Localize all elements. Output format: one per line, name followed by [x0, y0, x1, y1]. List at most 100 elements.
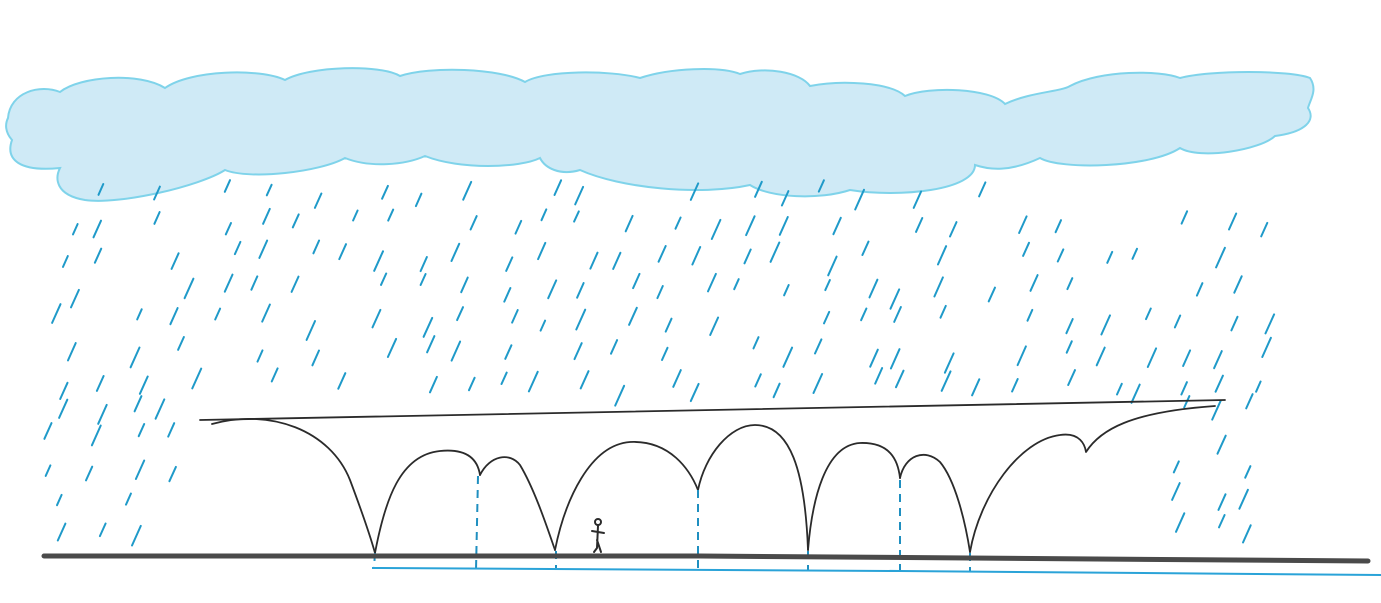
rain-drop — [1067, 369, 1076, 386]
rain-drop — [51, 303, 62, 324]
rain-drop — [373, 250, 384, 272]
rain-drop — [674, 216, 682, 230]
rain-drop — [62, 255, 69, 268]
rain-drop — [503, 287, 512, 303]
cloud-shape — [5, 67, 1315, 202]
rain-drop — [1230, 315, 1239, 332]
rain-drop — [92, 219, 102, 239]
rain-drop — [573, 342, 583, 361]
rain-drop — [783, 284, 790, 297]
rain-drop — [419, 273, 427, 286]
rain-drop — [1066, 277, 1074, 291]
rain-drop — [632, 272, 641, 290]
rain-drop — [258, 239, 269, 259]
rain-drop — [614, 384, 626, 407]
rain-drop — [223, 273, 234, 293]
rain-drop — [305, 320, 316, 341]
rain-drop — [262, 207, 271, 225]
rain-drop — [1215, 246, 1226, 269]
rain-drop — [223, 179, 231, 193]
rain-drop — [70, 288, 80, 309]
rain-drop — [624, 214, 634, 233]
rain-drop — [381, 184, 389, 200]
rain-drop — [1214, 374, 1224, 393]
rain-drop — [312, 239, 321, 255]
rain-drop — [1261, 336, 1272, 358]
rain-drop — [1022, 241, 1030, 257]
rain-drop — [860, 307, 868, 322]
rain-drop — [661, 346, 669, 361]
rain-drop — [469, 215, 478, 231]
rain-drop — [168, 465, 177, 483]
rain-drop — [1095, 346, 1106, 367]
rain-drop — [129, 346, 141, 369]
rain-drop — [827, 255, 838, 277]
drain-pipe — [475, 475, 479, 571]
rain-drop — [1056, 248, 1065, 263]
rain-drop — [628, 306, 638, 326]
water-channel — [371, 567, 1381, 576]
rain-drop — [450, 242, 461, 262]
rain-drop — [672, 369, 682, 388]
rain-drop — [1213, 350, 1223, 370]
rain-drop — [889, 348, 901, 370]
rain-drop — [371, 308, 382, 329]
rain-drop — [817, 179, 825, 193]
left-cantilever — [211, 417, 376, 554]
rain-drop — [1264, 313, 1276, 335]
rain-drop — [987, 286, 996, 303]
rain-drop — [1065, 318, 1074, 335]
rain-drop — [429, 375, 438, 394]
rain-drop — [59, 381, 69, 400]
rain-drop — [233, 240, 242, 256]
rain-drop — [943, 352, 955, 374]
rain-drop — [93, 247, 103, 264]
roof-line — [199, 399, 1226, 421]
rain-drop — [769, 241, 781, 263]
rain-drop — [414, 192, 423, 208]
rain-drop — [743, 248, 752, 265]
rain-drop — [1182, 349, 1192, 367]
rain-drop — [154, 398, 166, 420]
rain-drop — [136, 308, 143, 321]
rain-drops — [43, 179, 1276, 547]
rain-drop — [1228, 212, 1238, 231]
right-cantilever — [969, 405, 1216, 553]
rain-drop — [1131, 247, 1138, 260]
rain-drop — [290, 275, 300, 293]
rain-drop — [153, 185, 161, 201]
arch-6 — [899, 453, 971, 553]
rain-drop — [710, 218, 722, 240]
rain-drop — [537, 241, 547, 261]
rain-drop — [574, 185, 585, 206]
rain-drop — [44, 464, 52, 477]
rain-drop — [504, 344, 513, 360]
rain-drop — [689, 182, 700, 201]
rain-drop — [1173, 314, 1182, 329]
rain-drop — [1026, 308, 1034, 322]
canopy-structure — [199, 399, 1226, 554]
rain-drop — [468, 376, 476, 392]
rain-drop — [1100, 314, 1111, 336]
arch-4 — [697, 424, 809, 551]
rain-drop — [256, 349, 264, 363]
rain-drop — [579, 370, 590, 390]
rain-drop — [338, 243, 347, 261]
rain-drop — [553, 179, 563, 196]
rain-drop — [95, 375, 105, 392]
rain-drop — [1146, 347, 1158, 368]
rain-drop — [780, 190, 790, 207]
rain-drop — [72, 223, 79, 236]
rain-drop — [352, 209, 359, 222]
rain-drop — [1217, 493, 1227, 511]
rain-drop — [889, 288, 901, 310]
rain-drop — [575, 308, 587, 331]
rain-drop — [933, 276, 944, 298]
rain-drop — [1242, 524, 1252, 544]
rain-drop — [576, 282, 585, 299]
rain-drop — [949, 221, 958, 238]
rain-drop — [971, 378, 981, 397]
rain-drop — [224, 222, 232, 236]
rain-drop — [874, 367, 884, 385]
person-body — [591, 525, 605, 553]
